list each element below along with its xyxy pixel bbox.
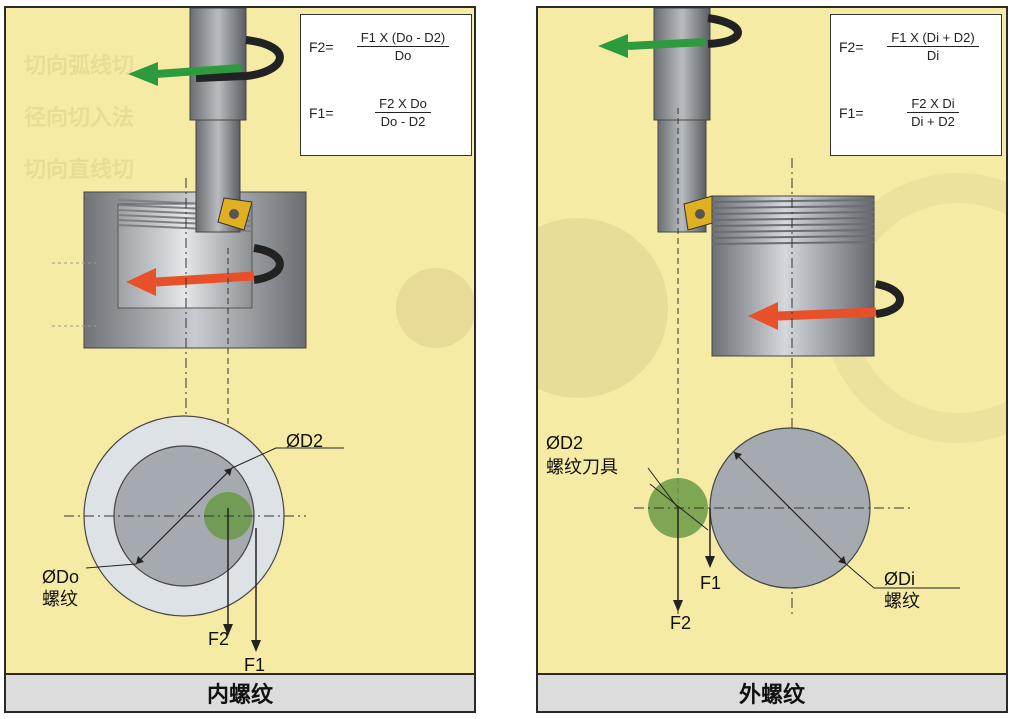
- workpiece-cylinder: [711, 195, 875, 357]
- tool-spindle: [189, 8, 247, 121]
- internal-thread-diagram: [52, 8, 474, 652]
- label-di: ØDi: [884, 569, 915, 589]
- label-d2: ØD2: [546, 433, 584, 453]
- formula-lhs: F1=: [839, 104, 864, 121]
- panel-title: 外螺纹: [538, 673, 1006, 711]
- label-do: ØDo: [42, 567, 80, 587]
- formula-f2: F2= F1 X (Di + D2) Di: [839, 29, 993, 64]
- rotation-arrow-icon: [598, 14, 742, 58]
- formula-box: F2= F1 X (Di + D2) Di F1= F2 X Di Di + D…: [830, 14, 1002, 156]
- internal-thread-panel: 切向弧线切 径向切入法 切向直线切: [4, 6, 476, 713]
- label-f2: F2: [208, 629, 230, 649]
- watermark-text: 径向切入法: [24, 105, 135, 130]
- label-f1: F1: [244, 655, 266, 675]
- external-thread-panel: F2= F1 X (Di + D2) Di F1= F2 X Di Di + D…: [536, 6, 1008, 713]
- formula-denominator: Di: [926, 48, 940, 63]
- formula-f1: F1= F2 X Di Di + D2: [839, 95, 993, 130]
- formula-f2: F2= F1 X (Do - D2) Do: [309, 29, 463, 64]
- tool-spindle: [653, 8, 711, 121]
- label-thread-tool: 螺纹刀具: [546, 457, 618, 477]
- formula-f1: F1= F2 X Do Do - D2: [309, 95, 463, 130]
- formula-numerator: F1 X (Di + D2): [887, 29, 979, 47]
- label-di-thread: 螺纹: [884, 591, 920, 611]
- threading-insert-icon: [217, 197, 253, 231]
- label-f2: F2: [670, 613, 692, 633]
- label-do-thread: 螺纹: [42, 589, 78, 609]
- formula-numerator: F2 X Do: [375, 95, 431, 113]
- formula-numerator: F2 X Di: [907, 95, 959, 113]
- label-f1: F1: [700, 573, 722, 593]
- formula-denominator: Do - D2: [380, 114, 426, 129]
- formula-denominator: Di + D2: [911, 114, 955, 129]
- formula-lhs: F2=: [309, 38, 334, 55]
- rotation-arrow-icon: [748, 280, 904, 330]
- watermark-text: 切向直线切: [24, 157, 135, 182]
- formula-lhs: F2=: [839, 38, 864, 55]
- rotation-arrow-icon: [128, 36, 284, 86]
- external-thread-diagram: [538, 8, 1006, 618]
- formula-box: F2= F1 X (Do - D2) Do F1= F2 X Do Do - D…: [300, 14, 472, 156]
- rotation-arrow-icon: [126, 244, 284, 296]
- panel-title: 内螺纹: [6, 673, 474, 711]
- watermark-text: 切向弧线切: [24, 53, 135, 78]
- formula-numerator: F1 X (Do - D2): [356, 29, 450, 47]
- formula-denominator: Do: [394, 48, 412, 63]
- label-d2: ØD2: [286, 431, 324, 451]
- formula-lhs: F1=: [309, 104, 334, 121]
